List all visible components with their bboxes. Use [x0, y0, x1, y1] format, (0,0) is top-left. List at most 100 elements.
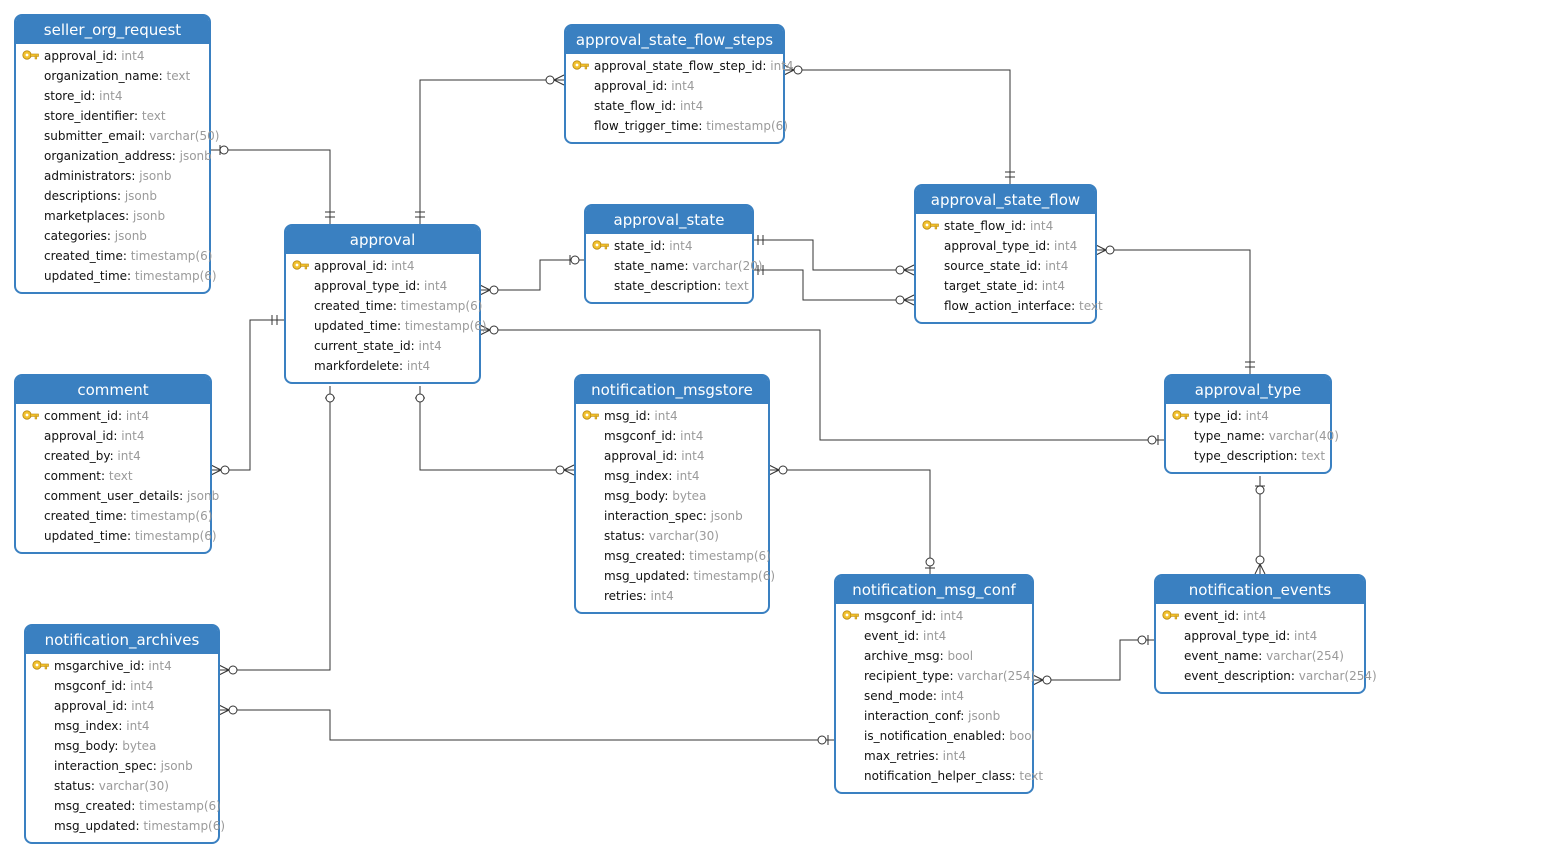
field-row[interactable]: administrators: jsonb [16, 166, 209, 186]
field-row[interactable]: msg_created: timestamp(6) [576, 546, 771, 566]
field-row[interactable]: event_name: varchar(254) [1156, 646, 1364, 666]
field-row[interactable]: descriptions: jsonb [16, 186, 209, 206]
field-row[interactable]: created_time: timestamp(6) [286, 296, 482, 316]
field-row[interactable]: event_description: varchar(254) [1156, 666, 1377, 686]
field-row[interactable]: is_notification_enabled: bool [836, 726, 1035, 746]
field-separator: : [717, 279, 725, 293]
field-row[interactable]: updated_time: timestamp(6) [16, 526, 217, 546]
field-row[interactable]: msg_body: bytea [576, 486, 768, 506]
field-row[interactable]: state_flow_id: int4 [566, 96, 783, 116]
field-row[interactable]: flow_action_interface: text [916, 296, 1103, 316]
field-row[interactable]: approval_id: int4 [16, 426, 210, 446]
field-name: notification_helper_class [864, 769, 1012, 783]
field-separator: : [131, 169, 140, 183]
field-row[interactable]: approval_type_id: int4 [916, 236, 1095, 256]
field-type: jsonb [124, 189, 157, 203]
field-row[interactable]: msg_index: int4 [576, 466, 768, 486]
field-row[interactable]: updated_time: timestamp(6) [16, 266, 217, 286]
field-row[interactable]: flow_trigger_time: timestamp(6) [566, 116, 788, 136]
field-row[interactable]: created_time: timestamp(6) [16, 506, 212, 526]
field-row[interactable]: approval_id: int4 [576, 446, 768, 466]
field-row[interactable]: type_description: text [1166, 446, 1330, 466]
primary-key-field-row[interactable]: msg_id: int4 [576, 406, 768, 426]
field-row[interactable]: msg_index: int4 [26, 716, 218, 736]
field-row[interactable]: status: varchar(30) [576, 526, 768, 546]
primary-key-field-row[interactable]: msgconf_id: int4 [836, 606, 1032, 626]
field-row[interactable]: markfordelete: int4 [286, 356, 479, 376]
field-row[interactable]: type_name: varchar(40) [1166, 426, 1339, 446]
field-row[interactable]: approval_type_id: int4 [286, 276, 479, 296]
field-name: updated_time [44, 269, 128, 283]
field-row[interactable]: submitter_email: varchar(50) [16, 126, 219, 146]
field-row[interactable]: approval_type_id: int4 [1156, 626, 1364, 646]
field-separator: : [672, 99, 680, 113]
field-row[interactable]: retries: int4 [576, 586, 768, 606]
field-row[interactable]: created_time: timestamp(6) [16, 246, 212, 266]
field-name: flow_trigger_time [594, 119, 699, 133]
field-row[interactable]: interaction_spec: jsonb [576, 506, 768, 526]
field-row[interactable]: event_id: int4 [836, 626, 1032, 646]
field-row[interactable]: max_retries: int4 [836, 746, 1032, 766]
field-row[interactable]: msgconf_id: int4 [576, 426, 768, 446]
field-row[interactable]: source_state_id: int4 [916, 256, 1095, 276]
field-row[interactable]: msg_created: timestamp(6) [26, 796, 221, 816]
field-row[interactable]: approval_id: int4 [26, 696, 218, 716]
field-row[interactable]: recipient_type: varchar(254) [836, 666, 1035, 686]
field-row[interactable]: organization_name: text [16, 66, 209, 86]
primary-key-field-row[interactable]: state_id: int4 [586, 236, 752, 256]
field-type: int4 [770, 59, 794, 73]
field-separator: : [397, 319, 405, 333]
field-type: int4 [424, 279, 448, 293]
field-row[interactable]: store_id: int4 [16, 86, 209, 106]
primary-key-field-row[interactable]: event_id: int4 [1156, 606, 1364, 626]
field-row[interactable]: marketplaces: jsonb [16, 206, 209, 226]
field-row[interactable]: updated_time: timestamp(6) [286, 316, 487, 336]
field-row[interactable]: state_description: text [586, 276, 752, 296]
field-type: timestamp(6) [689, 549, 771, 563]
field-row[interactable]: msgconf_id: int4 [26, 676, 218, 696]
field-row[interactable]: created_by: int4 [16, 446, 210, 466]
field-row[interactable]: store_identifier: text [16, 106, 209, 126]
field-name: organization_address [44, 149, 172, 163]
field-row[interactable]: msg_updated: timestamp(6) [576, 566, 775, 586]
primary-key-field-row[interactable]: comment_id: int4 [16, 406, 210, 426]
field-row[interactable]: organization_address: jsonb [16, 146, 212, 166]
table-title: approval_state [586, 206, 752, 234]
field-row[interactable]: msg_body: bytea [26, 736, 218, 756]
field-row[interactable]: interaction_spec: jsonb [26, 756, 218, 776]
field-row[interactable]: comment: text [16, 466, 210, 486]
field-row[interactable]: archive_msg: bool [836, 646, 1032, 666]
field-row[interactable]: categories: jsonb [16, 226, 209, 246]
field-row[interactable]: target_state_id: int4 [916, 276, 1095, 296]
primary-key-field-row[interactable]: approval_state_flow_step_id: int4 [566, 56, 794, 76]
primary-key-field-row[interactable]: msgarchive_id: int4 [26, 656, 218, 676]
field-row[interactable]: state_name: varchar(20) [586, 256, 763, 276]
primary-key-field-row[interactable]: approval_id: int4 [16, 46, 209, 66]
field-separator: : [117, 409, 126, 423]
primary-key-field-row[interactable]: approval_id: int4 [286, 256, 479, 276]
field-row[interactable]: status: varchar(30) [26, 776, 218, 796]
field-type: int4 [679, 99, 704, 113]
field-row[interactable]: notification_helper_class: text [836, 766, 1043, 786]
field-row[interactable]: approval_id: int4 [566, 76, 783, 96]
link-approval-msgstore [415, 386, 575, 476]
field-row[interactable]: interaction_conf: jsonb [836, 706, 1032, 726]
field-row[interactable]: send_mode: int4 [836, 686, 1032, 706]
primary-key-field-row[interactable]: state_flow_id: int4 [916, 216, 1095, 236]
field-row[interactable]: comment_user_details: jsonb [16, 486, 219, 506]
primary-key-field-row[interactable]: type_id: int4 [1166, 406, 1330, 426]
field-row[interactable]: current_state_id: int4 [286, 336, 479, 356]
field-row[interactable]: msg_updated: timestamp(6) [26, 816, 225, 836]
